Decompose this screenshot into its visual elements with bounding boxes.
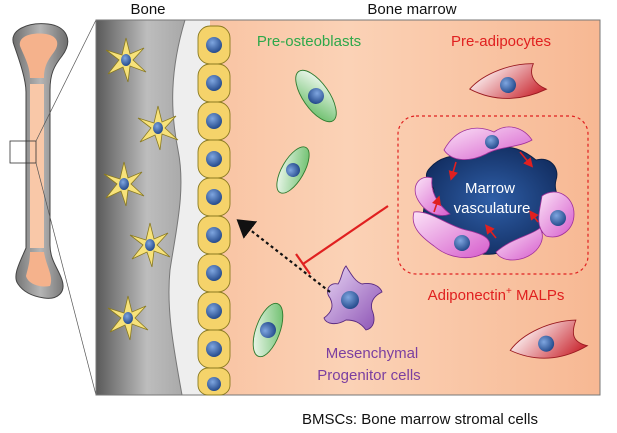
mesenchymal-label-line1: Mesenchymal	[326, 345, 419, 362]
pre-osteoblasts-label: Pre-osteoblasts	[257, 33, 361, 50]
pre-osteoblast-cell	[276, 146, 310, 194]
pre-adipocytes-label: Pre-adipocytes	[451, 33, 551, 50]
osteoblast-cell	[197, 177, 231, 217]
osteocyte-cell	[137, 105, 179, 151]
osteoblast-cell	[197, 253, 231, 293]
bone-marrow-label: Bone marrow	[367, 1, 456, 18]
osteoblast-cell	[197, 101, 231, 141]
differentiation-arrow	[236, 219, 331, 293]
footnote-label: BMSCs: Bone marrow stromal cells	[302, 411, 538, 428]
malp-cell	[538, 191, 575, 238]
zoom-region-box	[9, 140, 37, 164]
pre-adipocyte-cell	[509, 319, 589, 359]
osteoblast-cell	[197, 139, 231, 179]
zoom-line-top	[35, 19, 97, 142]
malps-label-prefix: Adiponectin	[428, 287, 506, 304]
osteoblast-cell	[197, 25, 231, 65]
malp-cell	[495, 227, 543, 261]
marrow-vasculature-label-line1: Marrow	[465, 180, 515, 197]
malp-cell	[412, 211, 491, 259]
malps-label-superscript: +	[506, 286, 512, 297]
pre-osteoblast-cell	[295, 69, 337, 123]
pre-adipocyte-cells	[469, 63, 589, 359]
osteocyte-cell	[103, 161, 145, 207]
pre-adipocyte-cell	[469, 63, 548, 99]
zoom-line-bottom	[35, 162, 97, 396]
malps-label-suffix: MALPs	[512, 287, 565, 304]
pre-osteoblast-cell	[252, 302, 284, 358]
mesenchymal-progenitor-cell	[323, 265, 383, 331]
osteoblast-cell	[197, 63, 231, 103]
pre-osteoblast-cells	[252, 69, 337, 358]
osteoblast-lining	[197, 25, 231, 396]
marrow-vasculature-label-line2: vasculature	[454, 200, 531, 217]
malps-label: Adiponectin+ MALPs	[428, 286, 565, 304]
bone-label: Bone	[130, 1, 165, 18]
mesenchymal-label-line2: Progenitor cells	[317, 367, 420, 384]
osteocyte-cell	[105, 37, 147, 83]
osteoblast-cell	[197, 367, 231, 396]
osteoblast-cell	[197, 329, 231, 369]
malp-secretion-arrows	[431, 151, 539, 239]
osteoblast-cell	[197, 215, 231, 255]
osteocyte-cell	[129, 222, 171, 268]
femur-bone-icon	[9, 23, 69, 299]
malps-region-box	[397, 115, 589, 275]
inhibition-line	[295, 205, 389, 275]
osteocyte-cell	[107, 295, 149, 341]
malp-cell	[443, 126, 533, 160]
osteocytes	[103, 37, 179, 341]
osteoblast-cell	[197, 291, 231, 331]
